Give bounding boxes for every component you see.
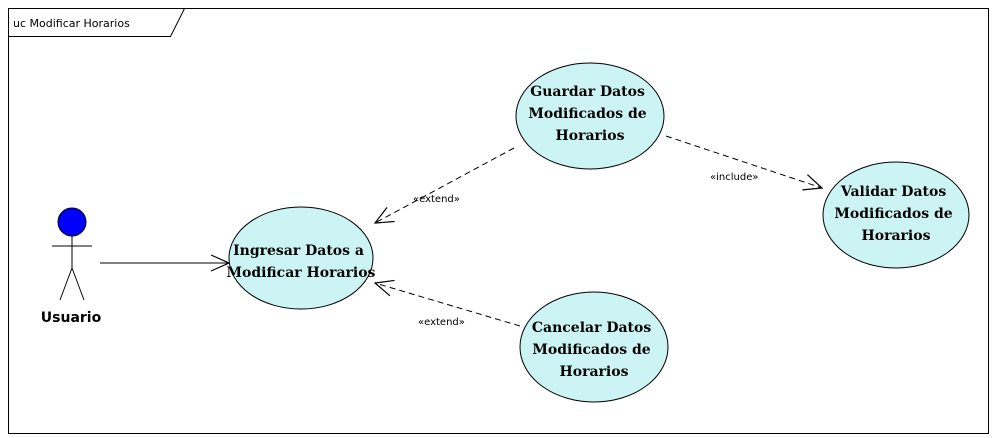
use-case-cancelar[interactable]: Cancelar Datos Modificados de Horarios	[519, 291, 669, 403]
use-case-validar-line-3: Horarios	[862, 228, 931, 244]
extend-line-guardar	[375, 147, 515, 223]
svg-text:Guardar Datos Modificado: Guardar Datos Modificados de Horarios	[528, 84, 651, 144]
use-case-guardar-line-3: Horarios	[556, 128, 625, 144]
include-line	[665, 135, 822, 188]
actor-usuario[interactable]: Usuario	[41, 207, 102, 326]
use-case-ingresar-line-2: Modificar Horarios	[227, 265, 376, 281]
use-case-validar-line-1: Validar Datos	[840, 184, 946, 200]
extend-label-guardar: «extend»	[413, 194, 460, 205]
svg-text:Validar Datos Modificado: Validar Datos Modificados de Horarios	[834, 184, 957, 244]
use-case-cancelar-line-1: Cancelar Datos	[532, 320, 651, 336]
use-case-cancelar-line-3: Horarios	[560, 364, 629, 380]
use-case-ingresar[interactable]: Ingresar Datos a Modificar Horarios	[227, 206, 376, 310]
svg-text:Ingresar Datos a Modific: Ingresar Datos a Modificar Horarios	[227, 243, 376, 281]
actor-head	[57, 207, 87, 237]
use-case-validar-line-2: Modificados de	[834, 206, 952, 222]
use-case-ingresar-line-1: Ingresar Datos a	[233, 243, 364, 259]
svg-text:Cancelar Datos Modificad: Cancelar Datos Modificados de Horarios	[532, 320, 656, 380]
use-case-guardar[interactable]: Guardar Datos Modificados de Horarios	[515, 62, 665, 170]
use-case-validar[interactable]: Validar Datos Modificados de Horarios	[822, 161, 970, 269]
use-case-cancelar-line-2: Modificados de	[532, 342, 650, 358]
use-case-guardar-line-2: Modificados de	[528, 106, 646, 122]
frame-tab	[8, 8, 185, 37]
frame-title: uc Modificar Horarios	[13, 17, 130, 30]
use-case-guardar-line-1: Guardar Datos	[530, 84, 645, 100]
extend-line-cancelar	[375, 283, 521, 327]
extend-label-cancelar: «extend»	[418, 317, 465, 328]
actor-label: Usuario	[41, 310, 102, 326]
include-label: «include»	[710, 172, 758, 183]
